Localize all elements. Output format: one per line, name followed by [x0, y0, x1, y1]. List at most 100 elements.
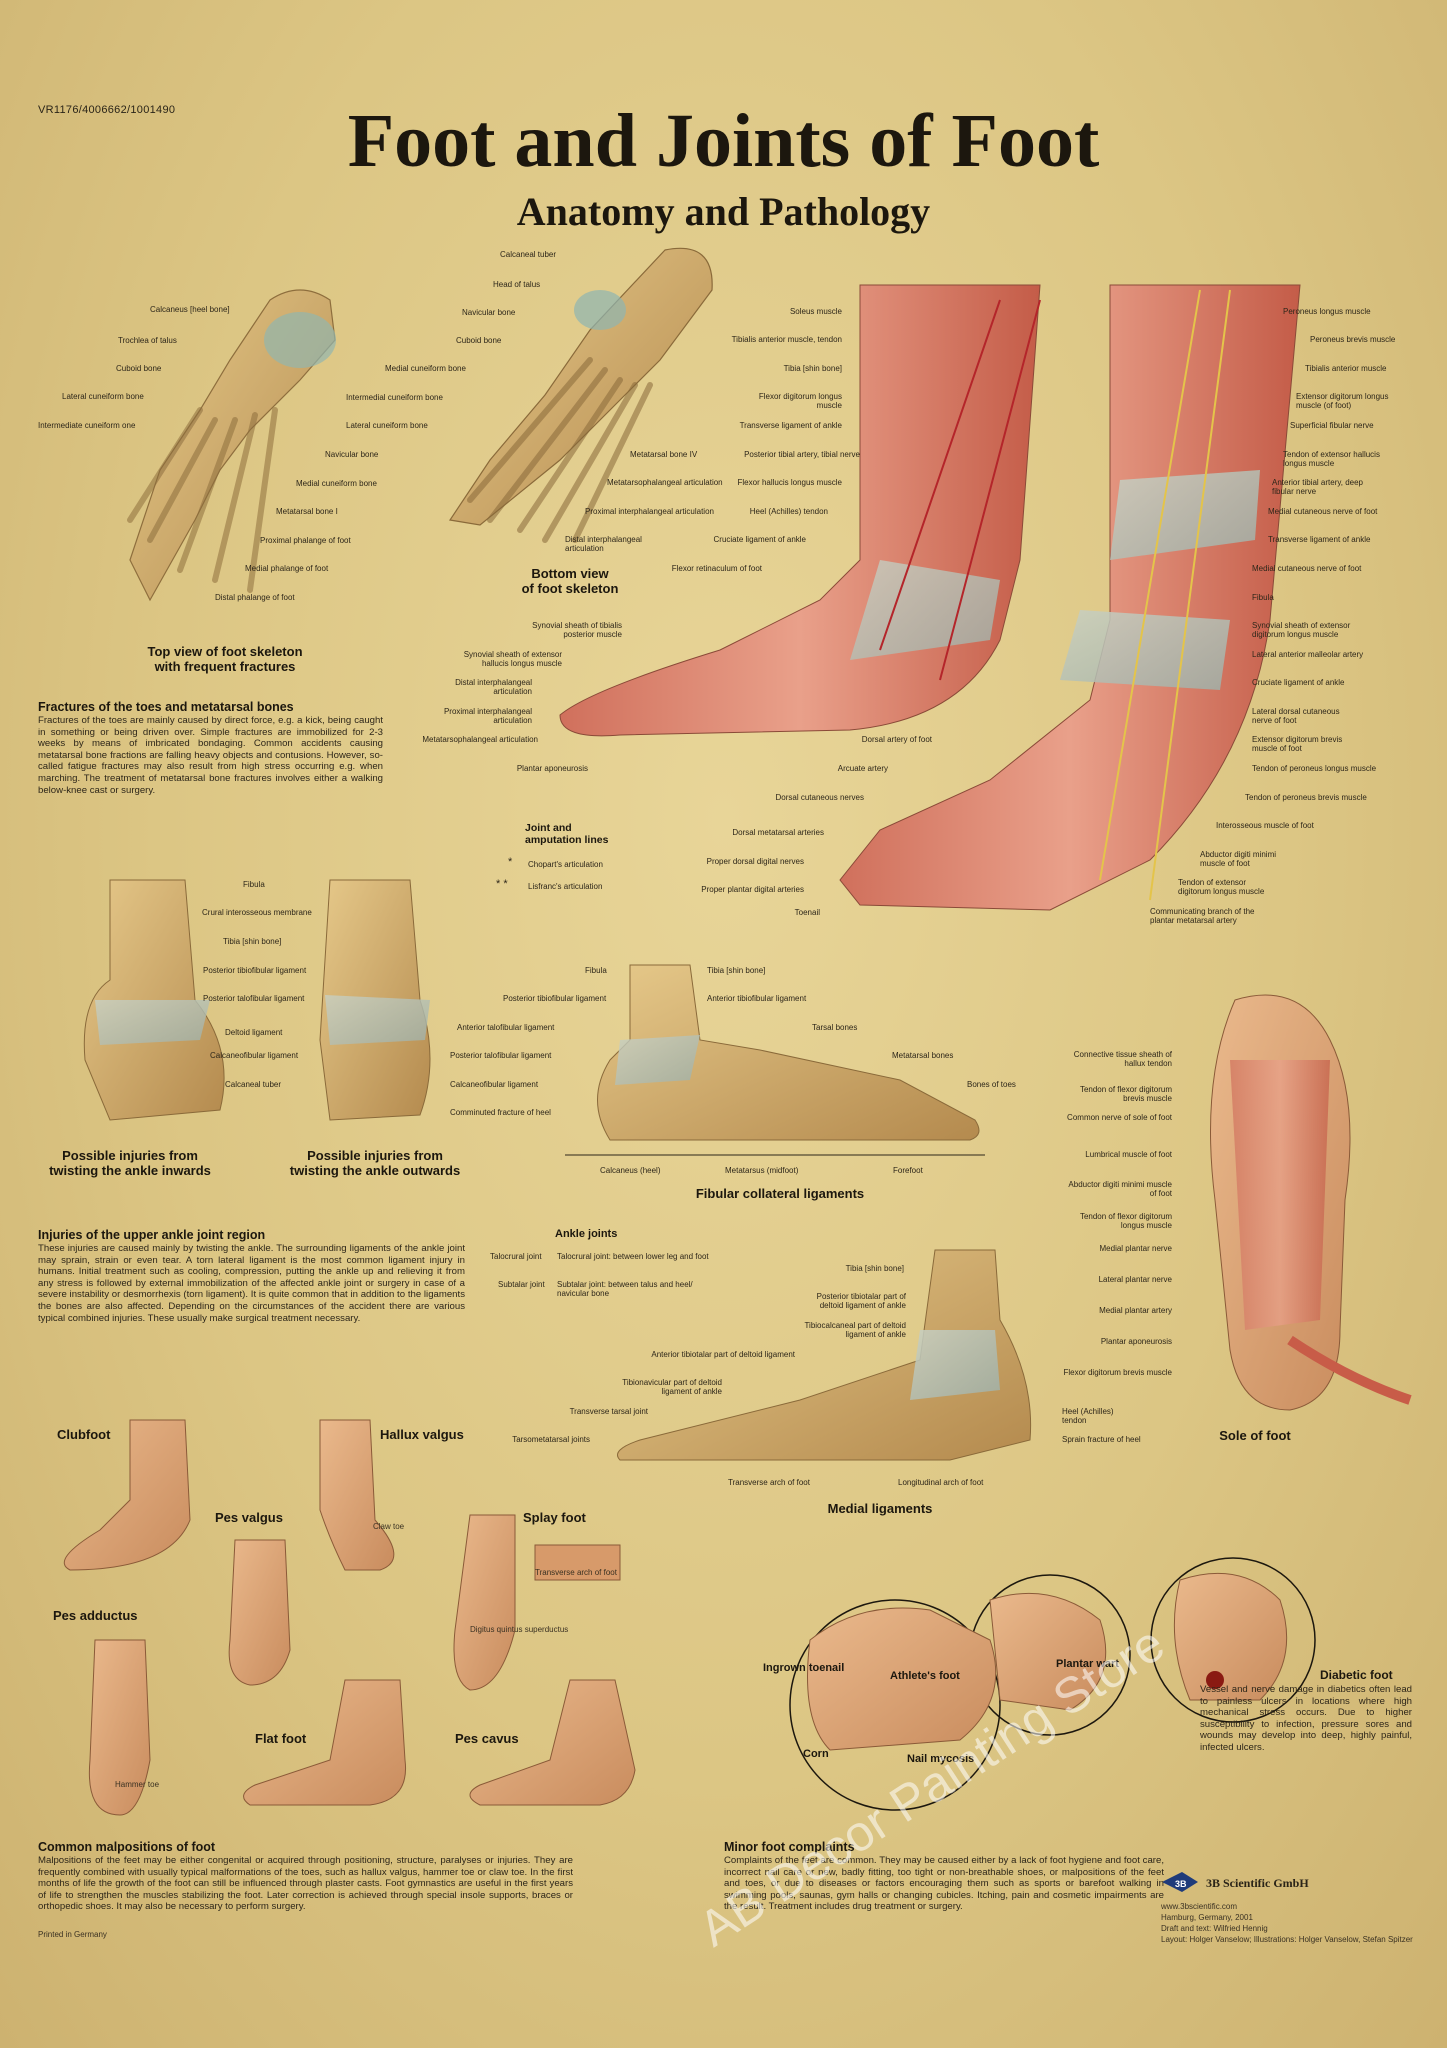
caption-fibular-ligaments: Fibular collateral ligaments	[695, 1186, 865, 1201]
label-transverse-arch: Transverse arch of foot	[728, 1478, 810, 1487]
caption-sole: Sole of foot	[1219, 1428, 1291, 1443]
label-comminuted-fracture: Comminuted fracture of heel	[450, 1108, 551, 1117]
label-tibionavicular: Tibionavicular part of deltoid ligament …	[622, 1378, 722, 1396]
label-peroneus-brevis: Peroneus brevis muscle	[1310, 335, 1396, 344]
label-plantar-wart: Plantar wart	[1056, 1658, 1119, 1670]
label-fib-ant-talofibular: Anterior talofibular ligament	[457, 1023, 555, 1032]
label-cruciate-right: Cruciate ligament of ankle	[1252, 678, 1345, 687]
label-pip-muscle: Proximal interphalangeal articulation	[443, 707, 532, 725]
label-communicating-branch: Communicating branch of the plantar meta…	[1150, 907, 1255, 925]
label-dorsal-cutaneous: Dorsal cutaneous nerves	[775, 793, 865, 802]
label-splay-foot: Splay foot	[523, 1510, 586, 1525]
label-fib-post-talofibular: Posterior talofibular ligament	[450, 1051, 552, 1060]
label-bones-of-toes: Bones of toes	[967, 1080, 1016, 1089]
heading-complaints: Minor foot complaints	[724, 1840, 855, 1854]
label-ankle-tibia: Tibia [shin bone]	[223, 937, 282, 946]
top-view-skeleton	[127, 289, 336, 602]
label-athletes-foot: Athlete's foot	[890, 1670, 960, 1682]
span-calcaneus: Calcaneus (heel)	[600, 1166, 661, 1175]
label-sole-medial-artery: Medial plantar artery	[1099, 1306, 1172, 1315]
label-ingrown-toenail: Ingrown toenail	[763, 1662, 845, 1674]
label-extensor-digitorum-brevis: Extensor digitorum brevis muscle of foot	[1252, 735, 1343, 753]
label-flexor-hallucis: Flexor hallucis longus muscle	[737, 478, 843, 487]
caption-medial-ligaments: Medial ligaments	[827, 1501, 933, 1516]
label-tibialis-anterior-tendon: Tibialis anterior muscle, tendon	[731, 335, 842, 344]
publisher-layout: Layout: Holger Vanselow; Illustrations: …	[1161, 1935, 1413, 1944]
label-corn: Corn	[803, 1748, 829, 1760]
star-icon-single: *	[508, 856, 513, 868]
label-distal-phalange: Distal phalange of foot	[215, 593, 295, 602]
label-tarsal-bones: Tarsal bones	[812, 1023, 858, 1032]
label-cuboid: Cuboid bone	[116, 364, 162, 373]
label-anterior-tibial-artery: Anterior tibial artery, deep fibular ner…	[1272, 478, 1364, 496]
label-proximal-phalange: Proximal phalange of foot	[260, 536, 351, 545]
caption-ankle-inwards: Possible injuries from twisting the ankl…	[49, 1148, 211, 1178]
label-sole-lateral-nerve: Lateral plantar nerve	[1098, 1275, 1172, 1284]
label-peroneus-longus: Peroneus longus muscle	[1283, 307, 1371, 316]
label-sole-abductor: Abductor digiti minimi muscle of foot	[1068, 1180, 1172, 1198]
star-icon-double: * *	[496, 878, 508, 890]
label-medial-cuneiform: Medial cuneiform bone	[296, 479, 377, 488]
label-intermedial-cuneiform: Intermedial cuneiform bone	[346, 393, 443, 402]
label-crural-interosseous: Crural interosseous membrane	[202, 908, 312, 917]
label-transverse-arch-splay: Transverse arch of foot	[535, 1568, 617, 1577]
label-nail-mycosis: Nail mycosis	[907, 1753, 975, 1765]
text-diabetic: Vessel and nerve damage in diabetics oft…	[1200, 1684, 1412, 1753]
label-fib-ant-tibiofibular: Anterior tibiofibular ligament	[707, 994, 807, 1003]
label-extensor-digitorum-tendon: Tendon of extensor digitorum longus musc…	[1178, 878, 1265, 896]
label-posterior-tibiotalar: Posterior tibiotalar part of deltoid lig…	[816, 1292, 906, 1310]
label-toenail: Toenail	[794, 908, 820, 917]
label-interosseous: Interosseous muscle of foot	[1216, 821, 1314, 830]
label-tarsometatarsal: Tarsometatarsal joints	[512, 1435, 590, 1444]
label-talocrural-key: Talocrural joint	[490, 1252, 542, 1261]
label-digitus-quintus: Digitus quintus superductus	[470, 1625, 569, 1634]
label-subtalar-desc: Subtalar joint: between talus and heel/ …	[557, 1280, 693, 1298]
joint-lines-heading: Joint and amputation lines	[525, 822, 609, 846]
label-fib-tibia: Tibia [shin bone]	[707, 966, 766, 975]
label-sole-flexor-brevis: Flexor digitorum brevis muscle	[1063, 1368, 1172, 1377]
label-sole-hallux-sheath: Connective tissue sheath of hallux tendo…	[1073, 1050, 1172, 1068]
label-plantar-digital-arteries: Proper plantar digital arteries	[701, 885, 804, 894]
label-fibula-right: Fibula	[1252, 593, 1274, 602]
text-fractures: Fractures of the toes are mainly caused …	[38, 715, 383, 796]
publisher-logo-icon: 3B	[1162, 1872, 1198, 1892]
label-arcuate-artery: Arcuate artery	[837, 764, 888, 773]
label-flexor-digitorum-longus: Flexor digitorum longus muscle	[758, 392, 842, 410]
product-code: VR1176/4006662/1001490	[38, 104, 176, 116]
text-upper-ankle: These injuries are caused mainly by twis…	[38, 1243, 465, 1324]
label-ankle-fibula: Fibula	[243, 880, 265, 889]
label-posterior-tibiofibular: Posterior tibiofibular ligament	[203, 966, 307, 975]
publisher-name: 3B Scientific GmbH	[1206, 1876, 1309, 1890]
label-sole-lumbrical: Lumbrical muscle of foot	[1085, 1150, 1172, 1159]
text-malpositions: Malpositions of the feet may be either c…	[38, 1855, 573, 1913]
publisher-web: www.3bscientific.com	[1161, 1902, 1238, 1911]
label-lateral-dorsal-cutaneous: Lateral dorsal cutaneous nerve of foot	[1252, 707, 1340, 725]
label-cuboid-bottom: Cuboid bone	[456, 336, 502, 345]
label-talocrural-desc: Talocrural joint: between lower leg and …	[557, 1252, 709, 1261]
ankle-illustrations	[83, 879, 431, 1121]
label-synovial-extensor-digitorum: Synovial sheath of extensor digitorum lo…	[1252, 621, 1351, 639]
label-tibia-muscle: Tibia [shin bone]	[783, 364, 842, 373]
heading-ankle-joints: Ankle joints	[555, 1228, 618, 1240]
label-trochlea: Trochlea of talus	[118, 336, 177, 345]
label-pes-valgus: Pes valgus	[215, 1510, 283, 1525]
span-metatarsus: Metatarsus (midfoot)	[725, 1166, 799, 1175]
label-tibialis-anterior: Tibialis anterior muscle	[1305, 364, 1387, 373]
label-intermediate-cuneiform: Intermediate cuneiform one	[38, 421, 136, 430]
label-extensor-digitorum-longus: Extensor digitorum longus muscle (of foo…	[1296, 392, 1389, 410]
label-metatarsal-i: Metatarsal bone I	[276, 507, 338, 516]
medial-ligament-illustration	[617, 1249, 1032, 1461]
label-medial-phalange: Medial phalange of foot	[245, 564, 329, 573]
label-flat-foot: Flat foot	[255, 1731, 307, 1746]
label-tibiocalcaneal: Tibiocalcaneal part of deltoid ligament …	[804, 1321, 906, 1339]
svg-text:3B: 3B	[1175, 1879, 1187, 1889]
label-fib-fibula: Fibula	[585, 966, 607, 975]
label-posterior-talofibular: Posterior talofibular ligament	[203, 994, 305, 1003]
label-calcaneofibular: Calcaneofibular ligament	[210, 1051, 299, 1060]
caption-ankle-outwards: Possible injuries from twisting the ankl…	[289, 1148, 461, 1178]
label-achilles-tendon: Heel (Achilles) tendon	[749, 507, 828, 516]
label-subtalar-key: Subtalar joint	[498, 1280, 545, 1289]
label-lateral-cuneiform-bottom: Lateral cuneiform bone	[346, 421, 428, 430]
heading-fractures: Fractures of the toes and metatarsal bon…	[38, 700, 294, 714]
